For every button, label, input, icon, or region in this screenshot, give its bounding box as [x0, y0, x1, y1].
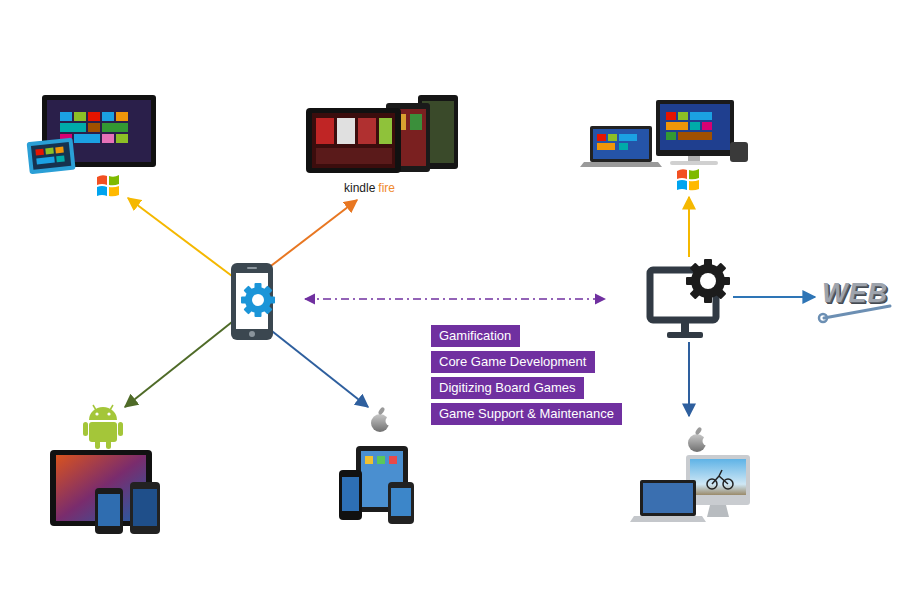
- mobile-gear-icon: [231, 263, 275, 340]
- brand-label: kindle: [344, 181, 375, 195]
- windows-logo: [97, 175, 119, 196]
- service-box: Digitizing Board Games: [431, 377, 584, 399]
- platform-arrows: [125, 197, 815, 416]
- windows-tablet: [27, 95, 156, 196]
- windows-logo: [677, 169, 699, 190]
- platform-label: WEB: [822, 278, 888, 309]
- web-wrench: [819, 306, 890, 322]
- apple-logo: [688, 426, 712, 452]
- service-label: Gamification: [439, 328, 511, 344]
- mac-computers: [630, 426, 750, 522]
- arrow: [688, 197, 690, 257]
- arrow: [263, 200, 357, 272]
- service-label: Game Support & Maintenance: [439, 406, 614, 422]
- kindle-tablets: [306, 95, 458, 173]
- dashed-arrow: [305, 298, 605, 300]
- desktop-gear-icon: [650, 259, 730, 338]
- ios-devices: [339, 406, 414, 524]
- service-box: Game Support & Maintenance: [431, 403, 622, 425]
- arrow: [733, 296, 815, 298]
- android-logo: [83, 405, 123, 449]
- service-box: Core Game Development: [431, 351, 595, 373]
- arrow: [128, 198, 232, 276]
- arrow: [125, 322, 232, 407]
- arrow: [263, 324, 368, 407]
- arrow: [688, 342, 690, 416]
- windows-pcs: [580, 100, 748, 190]
- service-box: Gamification: [431, 325, 520, 347]
- service-label: Core Game Development: [439, 354, 586, 370]
- brand-label: fire: [378, 181, 395, 195]
- android-devices: [50, 405, 160, 534]
- service-label: Digitizing Board Games: [439, 380, 576, 396]
- apple-logo: [371, 406, 395, 432]
